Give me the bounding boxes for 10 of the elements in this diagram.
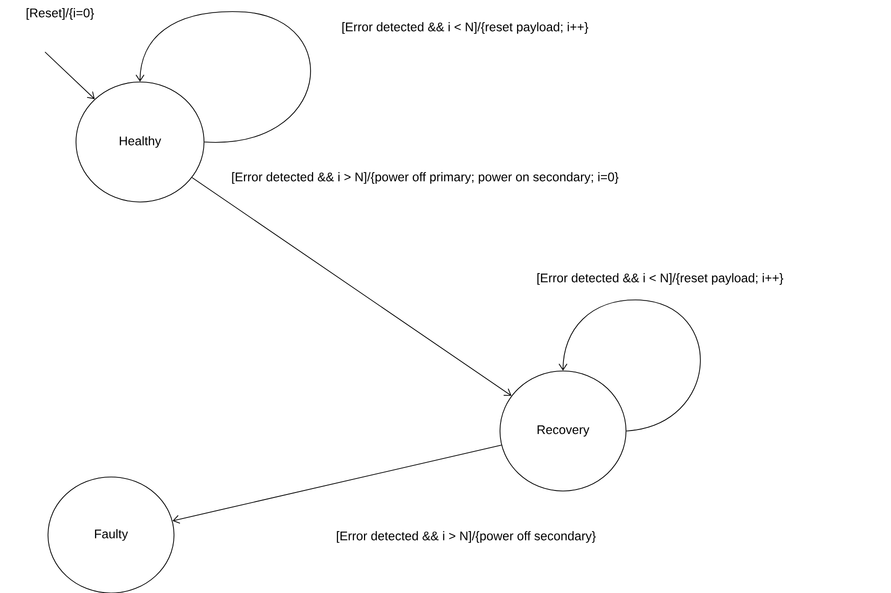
edge-label: [Error detected && i < N]/{reset payload; i++} (536, 272, 784, 286)
arrow (192, 177, 512, 396)
self-loop-arrow (136, 11, 311, 142)
edge-label: [Error detected && i > N]/{power off primary; power on secondary; i=0} (230, 171, 620, 185)
edge-label: [Error detected && i < N]/{reset payload; i++} (340, 21, 590, 35)
arrow (44, 52, 95, 100)
self-loop-arrow (558, 300, 701, 432)
edge-label: [Error detected && i > N]/{power off secondary} (335, 530, 597, 544)
arrow (172, 444, 502, 524)
edge-label: [Reset]/{i=0} (24, 7, 96, 21)
